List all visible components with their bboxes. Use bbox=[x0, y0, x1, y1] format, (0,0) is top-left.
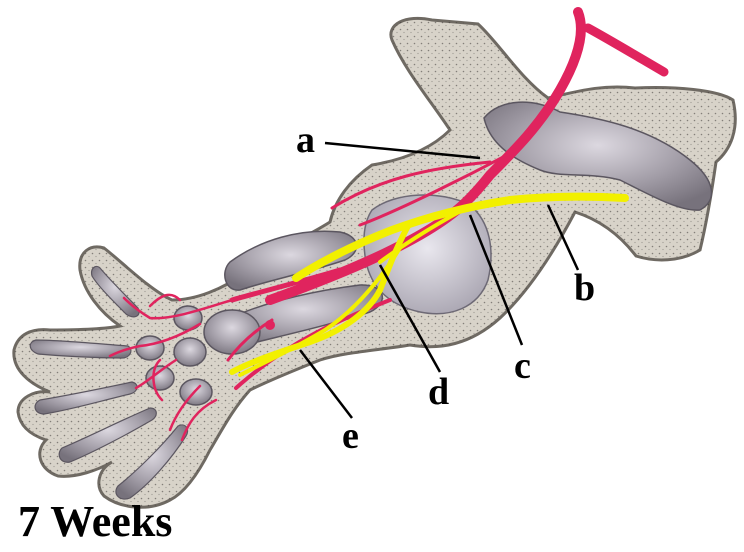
figure-caption: 7 Weeks bbox=[18, 496, 172, 548]
artery-branch bbox=[588, 28, 664, 72]
leader-line-e bbox=[300, 350, 352, 418]
carpal-cartilage bbox=[174, 338, 206, 366]
label-d: d bbox=[428, 371, 449, 413]
label-c: c bbox=[514, 345, 531, 387]
label-a: a bbox=[296, 119, 315, 161]
artery-junction bbox=[265, 320, 275, 330]
label-b: b bbox=[574, 267, 595, 309]
carpal-cartilage bbox=[136, 336, 164, 360]
label-e: e bbox=[342, 415, 359, 457]
carpal-cartilage bbox=[180, 379, 212, 405]
carpal-cartilage bbox=[204, 310, 260, 354]
